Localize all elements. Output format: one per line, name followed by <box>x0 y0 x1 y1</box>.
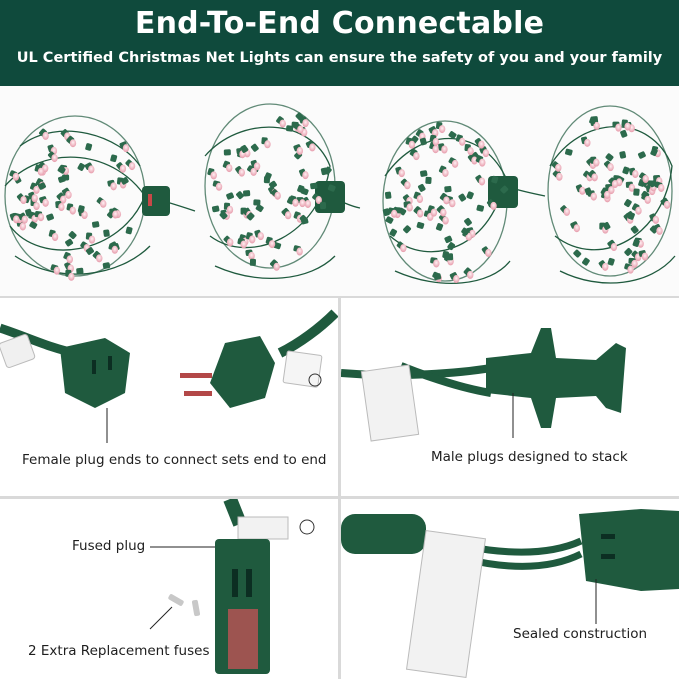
fused-plug-caption: Fused plug <box>72 538 146 554</box>
panel-male-plug: Male plugs designed to stack <box>341 298 679 496</box>
panel-sealed: Sealed construction <box>341 499 679 679</box>
divider <box>338 298 341 679</box>
divider <box>0 496 679 499</box>
female-plug-caption: Female plug ends to connect sets end to … <box>22 452 327 468</box>
light-bundles-image <box>4 103 676 284</box>
sealed-plug-illustration <box>341 509 679 679</box>
panel-female-plug: Female plug ends to connect sets end to … <box>0 298 338 496</box>
male-plug-illustration <box>341 328 626 442</box>
male-plug-caption: Male plugs designed to stack <box>431 449 628 465</box>
replacement-fuses-caption: 2 Extra Replacement fuses <box>28 643 210 659</box>
panel-fused-plug: Fused plug 2 Extra Replacement fuses <box>0 499 338 679</box>
sealed-construction-caption: Sealed construction <box>513 626 648 642</box>
bundle-4 <box>547 105 676 284</box>
page-subtitle: UL Certified Christmas Net Lights can en… <box>16 50 663 66</box>
light-strings-photo <box>0 86 679 298</box>
page-title: End-To-End Connectable <box>134 6 545 41</box>
header-banner: End-To-End Connectable UL Certified Chri… <box>0 0 679 86</box>
female-plug-illustration <box>0 309 338 443</box>
bulbs <box>9 112 671 284</box>
fused-plug-illustration <box>149 499 315 674</box>
divider <box>0 296 679 298</box>
